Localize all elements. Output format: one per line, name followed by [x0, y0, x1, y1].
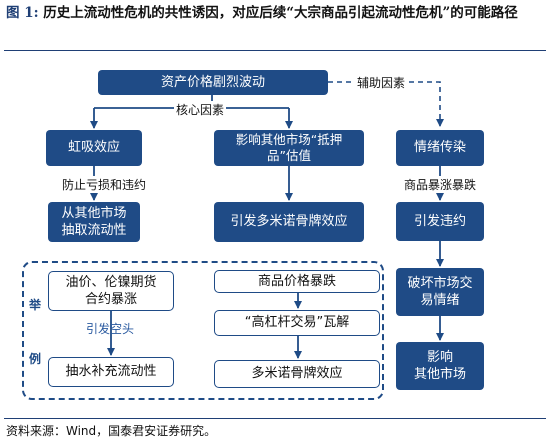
node-oil-nickel-surge: 油价、伦镍期货 合约暴涨: [48, 271, 174, 311]
example-frame: [22, 261, 384, 400]
figure-title: 图 1: 历史上流动性危机的共性诱因，对应后续“大宗商品引起流动性危机”的可能路…: [6, 2, 546, 24]
node-impact-other-markets: 影响 其他市场: [396, 342, 484, 390]
node-collateral-valuation: 影响其他市场“抵押品”估值: [214, 130, 364, 166]
node-leverage-collapse: “高杠杆交易”瓦解: [214, 310, 380, 336]
node-commodity-price-crash: 商品价格暴跌: [214, 270, 380, 293]
figure-number: 图 1:: [6, 5, 39, 21]
node-domino-effect: 引发多米诺骨牌效应: [214, 202, 364, 242]
node-emotion-contagion: 情绪传染: [396, 130, 484, 166]
label-example-2: 例: [27, 350, 44, 367]
title-divider: [4, 50, 546, 51]
node-extract-liquidity: 从其他市场 抽取流动性: [48, 202, 140, 242]
figure-caption: 历史上流动性危机的共性诱因，对应后续“大宗商品引起流动性危机”的可能路径: [43, 5, 518, 21]
node-break-market-sentiment: 破坏市场交易情绪: [396, 268, 484, 316]
node-siphon-effect: 虹吸效应: [46, 130, 142, 166]
node-asset-price-volatility: 资产价格剧烈波动: [98, 70, 328, 95]
label-core-factor: 核心因素: [174, 101, 227, 118]
node-trigger-default: 引发违约: [396, 202, 484, 241]
label-short-squeeze: 引发空头: [86, 322, 135, 336]
label-commodity-crash: 商品暴涨暴跌: [402, 176, 479, 193]
source-divider: [4, 418, 546, 419]
source-note: 资料来源：Wind，国泰君安证券研究。: [6, 424, 217, 438]
node-domino-example: 多米诺骨牌效应: [214, 360, 380, 388]
label-aux-factor: 辅助因素: [355, 74, 408, 91]
label-example-1: 举: [27, 296, 44, 313]
node-pump-liquidity: 抽水补充流动性: [48, 357, 174, 387]
label-stop-loss: 防止亏损和违约: [60, 176, 149, 193]
